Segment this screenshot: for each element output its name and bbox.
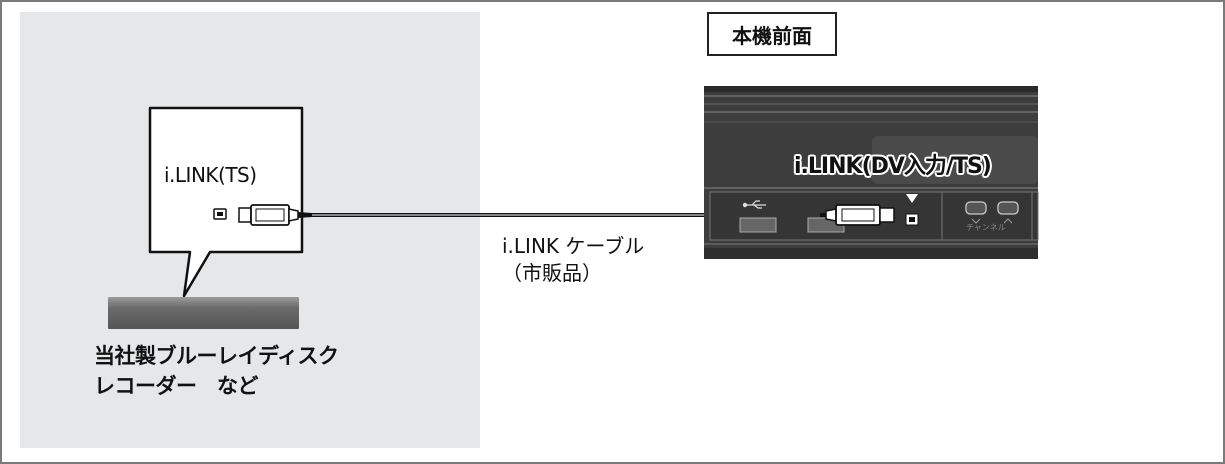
- usb-port: [739, 217, 777, 233]
- channel-up-button: [997, 201, 1019, 215]
- right-cable-plug: [820, 204, 895, 226]
- source-port-label: i.LINK(TS): [164, 163, 257, 187]
- blu-ray-recorder-device: [108, 297, 299, 329]
- recorder-front-panel: [704, 86, 1039, 259]
- cable-label: i.LINK ケーブル （市販品）: [502, 233, 644, 287]
- usb-icon: [742, 200, 766, 209]
- down-arrow-icon: [906, 194, 918, 203]
- cable-label-line2: （市販品）: [502, 261, 602, 285]
- source-device-caption-line1: 当社製ブルーレイディスク: [94, 344, 339, 368]
- left-cable-plug: [238, 204, 312, 226]
- cable-label-line1: i.LINK ケーブル: [502, 234, 645, 258]
- front-panel-title: 本機前面: [707, 12, 837, 56]
- channel-down-button: [965, 201, 987, 215]
- callout-bubble: [148, 106, 304, 298]
- channel-label: チャンネル: [966, 223, 1006, 232]
- source-device-caption: 当社製ブルーレイディスク レコーダー など: [94, 341, 339, 401]
- source-device-caption-line2: レコーダー など: [94, 374, 258, 398]
- front-port-label: i.LINK(DV入力/TS): [794, 154, 992, 179]
